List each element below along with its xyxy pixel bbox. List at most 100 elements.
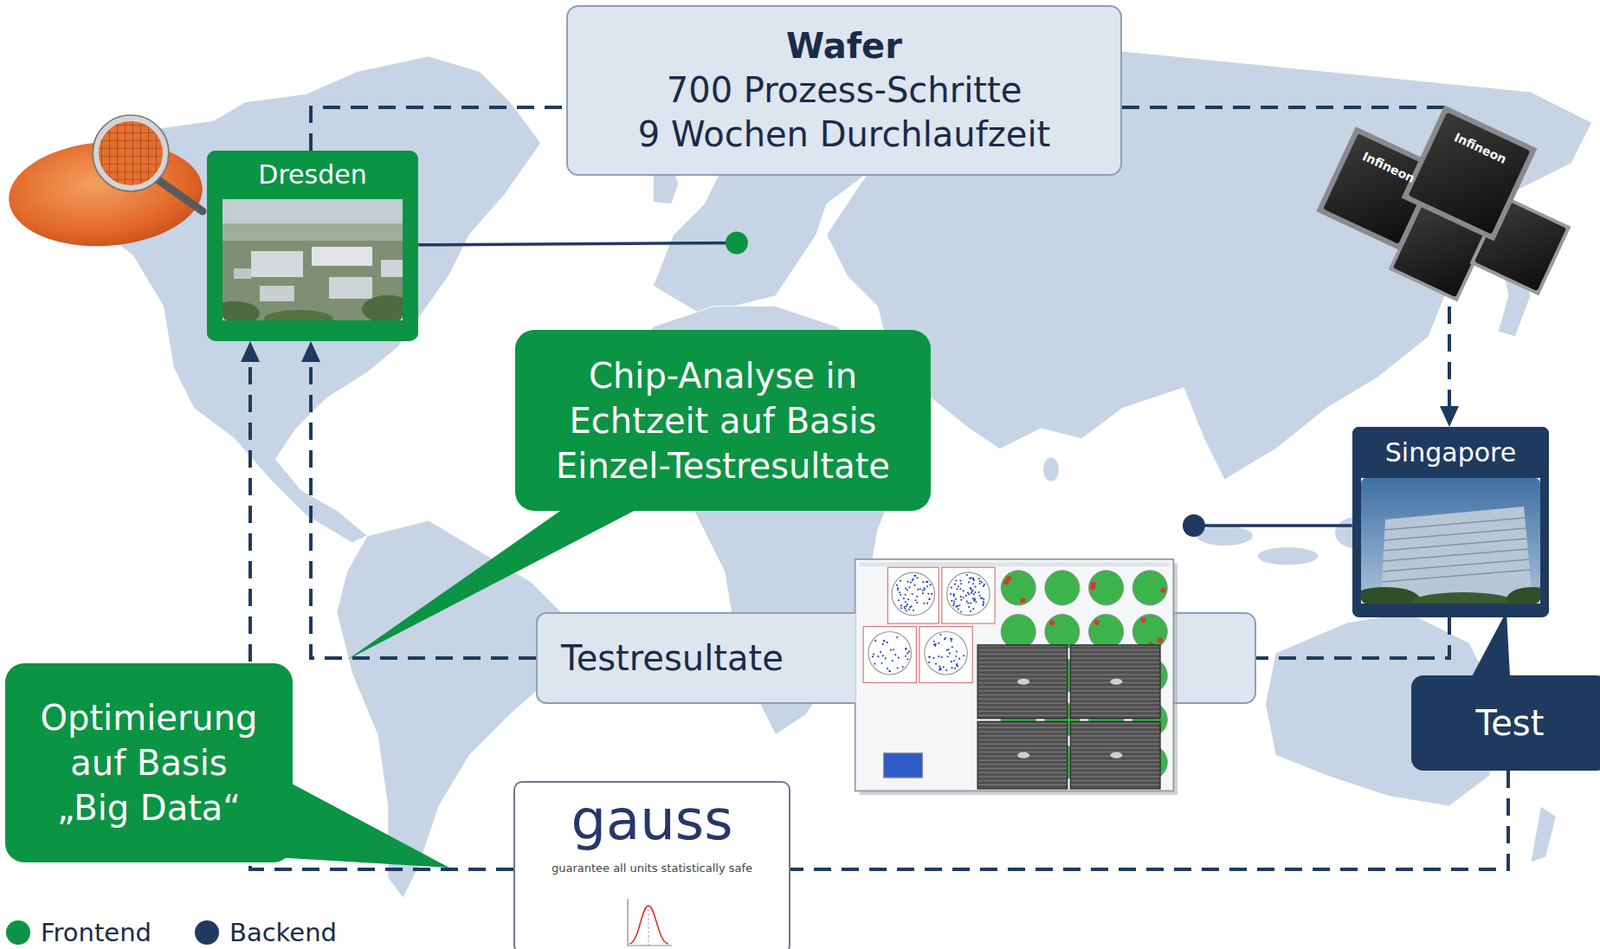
scaled-illustrations [418,232,1352,796]
photo-building [233,268,252,279]
defect-dot [965,594,968,597]
photo-building [311,246,373,266]
defect-dot [937,655,940,658]
defect-dot [953,600,955,602]
callout-box: Test [1411,675,1600,771]
screenshot-toolbar [858,561,1169,567]
defect-dot [972,577,975,580]
defect-dot [932,657,935,659]
defect-dot [922,602,925,605]
defect-dot [926,602,929,605]
defect-dot [886,667,889,670]
defect-dot [877,655,879,658]
defect-dot [884,657,887,659]
connectors [250,107,1509,870]
result-box: Testresultate [535,612,856,704]
sem-image [977,645,1068,719]
defect-dot [896,588,899,591]
wafer-map [868,632,911,675]
wafer-map [924,632,968,675]
defect-dot [882,654,884,657]
defect-dot [883,639,885,642]
defect-dot [956,587,959,590]
defect-dot [935,643,937,646]
defect-dot [970,576,973,579]
legend-item: Backend [194,918,337,947]
fail-patch [1094,619,1100,626]
defect-dot [904,593,907,596]
defect-dot [929,583,931,586]
defect-dot [905,605,908,607]
photo-haze [222,223,403,241]
defect-dots [871,574,986,672]
defect-dot [904,655,907,658]
defect-dot [947,648,949,651]
new-zealand [1530,806,1556,863]
defect-dot [966,600,968,603]
sem-defect [1017,752,1030,759]
defect-dot [974,591,976,594]
defect-dot [982,600,985,603]
defect-dot [928,661,930,664]
wafer-map [1000,570,1036,606]
defect-dot [955,664,958,666]
defect-dot [972,607,975,610]
island [1257,547,1319,566]
defect-dot [949,638,952,640]
defect-dot [906,651,909,654]
callout-text: Chip-Analyse in Echtzeit auf Basis Einze… [532,353,914,489]
defect-dot [948,651,951,654]
dresden-photo [222,199,403,321]
defect-dot [962,654,965,657]
defect-dot [938,669,941,671]
sem-image [1070,721,1161,789]
site-leader [1193,523,1353,528]
defect-dot [909,581,912,584]
defect-dot [960,599,962,601]
defect-dot [972,582,975,585]
photo-building [1380,506,1533,598]
defect-dot [883,639,885,642]
defect-dot [934,645,936,647]
defect-dot [886,641,889,644]
defect-dot [947,655,949,658]
process-box: Wafer700 Prozess-Schritte9 Wochen Durchl… [566,5,1123,176]
defect-dot [888,670,891,672]
defect-dot [950,666,953,669]
legend-text: Backend [229,918,337,947]
box-text: 9 Wochen Durchlaufzeit [567,112,1121,157]
dashed-flow-line [310,107,567,151]
map-frame [941,567,995,624]
logo-box: gaussguarantee all units statistically s… [513,780,791,949]
callout-box: Chip-Analyse in Echtzeit auf Basis Einze… [515,329,931,511]
defect-dot [900,604,903,607]
defect-dot [972,597,975,600]
defect-dot [922,589,924,592]
wafer-illustration [5,115,207,253]
photo-sky [1361,477,1541,604]
defect-dot [938,664,941,667]
defect-dot [874,639,877,642]
photo-trees [1361,587,1420,604]
wafer-map [947,572,991,615]
defect-dot [980,596,983,599]
defect-dot [950,639,953,642]
curve-axes [627,898,672,946]
defect-dot [908,608,910,611]
defect-dot [879,651,882,653]
legend-swatch [194,920,220,945]
defect-dot [896,666,899,669]
defect-dot [894,653,897,656]
island [1042,457,1059,482]
defect-dot [896,636,898,639]
legend-swatch [6,920,31,945]
defect-dot [979,580,981,582]
defect-dot [953,593,955,595]
defect-dot [935,663,937,665]
defect-dot [942,666,945,669]
singapore-photo [1361,477,1541,604]
defect-dot [914,584,917,587]
defect-dot [926,585,929,588]
defect-dot [902,665,904,668]
defect-dot [916,576,918,579]
